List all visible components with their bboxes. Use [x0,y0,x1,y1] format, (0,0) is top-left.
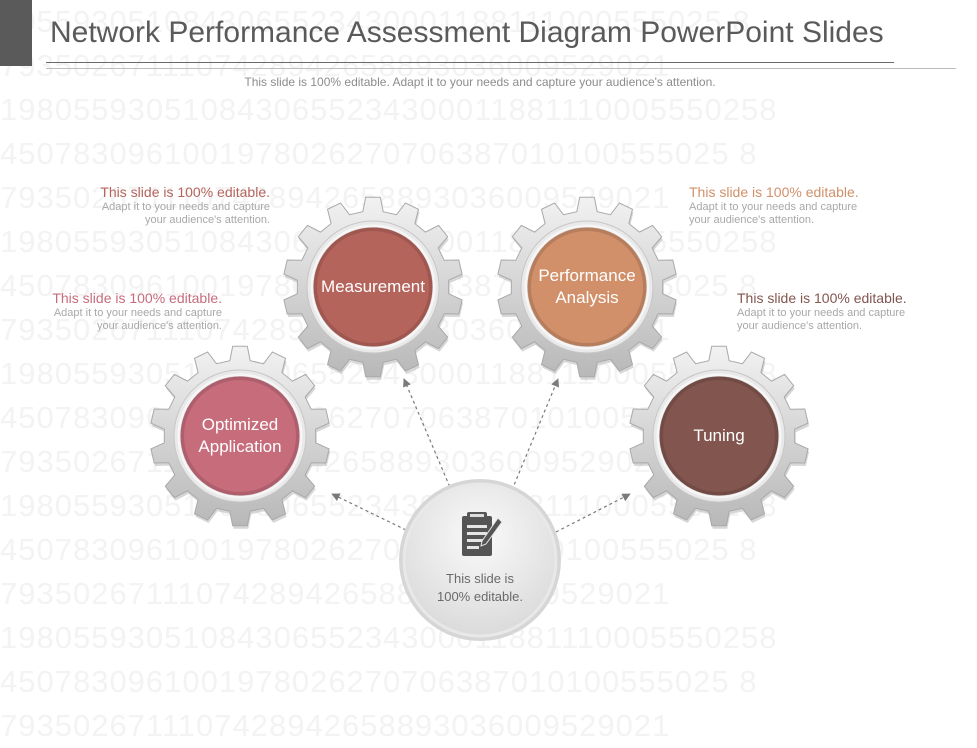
title-divider-light [46,68,956,69]
note-heading: This slide is 100% editable. [737,290,907,306]
gear-label-optimized-application: Optimized Application [198,415,282,456]
diagram-canvas [150,196,810,641]
note-body: Adapt it to your needs and capture your … [53,307,222,332]
gear-inner-shade [659,376,779,496]
note-body: Adapt it to your needs and capture your … [101,201,270,226]
corner-accent-bar [0,0,32,66]
gear-core [177,373,303,499]
arrow-to-tuning [555,493,631,533]
arrow-to-performance-analysis [511,378,559,491]
gear-core [656,373,782,499]
note-performance-analysis: This slide is 100% editable. Adapt it to… [689,184,929,227]
note-tuning: This slide is 100% editable. Adapt it to… [737,290,977,333]
gear-label-performance-analysis: Performance Analysis [538,266,636,307]
note-heading: This slide is 100% editable. [52,290,222,306]
gear-measurement [283,196,464,380]
gear-core [524,224,650,350]
note-body: Adapt it to your needs and capture your … [737,307,906,332]
gear-core [310,224,436,350]
gear-tuning [629,345,810,529]
hub-circle [402,482,558,638]
gear-inner-shade [527,227,647,347]
note-body: Adapt it to your needs and capture your … [689,201,858,226]
document-edit-icon [462,512,503,556]
gear-optimized-application [150,345,331,529]
slide-title: Network Performance Assessment Diagram P… [50,16,884,49]
hub-caption: This slide is 100% editable. [436,571,523,604]
arrow-to-optimized-application [331,493,407,531]
arrow-to-measurement [403,378,453,493]
gear-label-tuning: Tuning [693,426,745,445]
note-heading: This slide is 100% editable. [100,184,270,200]
gear-inner-shade [313,227,433,347]
slide-subtitle: This slide is 100% editable. Adapt it to… [244,75,716,89]
note-heading: This slide is 100% editable. [689,184,859,200]
note-optimized-application: This slide is 100% editable. Adapt it to… [0,290,222,333]
gear-performance-analysis [497,196,678,380]
gear-inner-shade [180,376,300,496]
gear-label-measurement: Measurement [321,277,425,296]
note-measurement: This slide is 100% editable. Adapt it to… [30,184,270,227]
title-divider [46,62,894,63]
